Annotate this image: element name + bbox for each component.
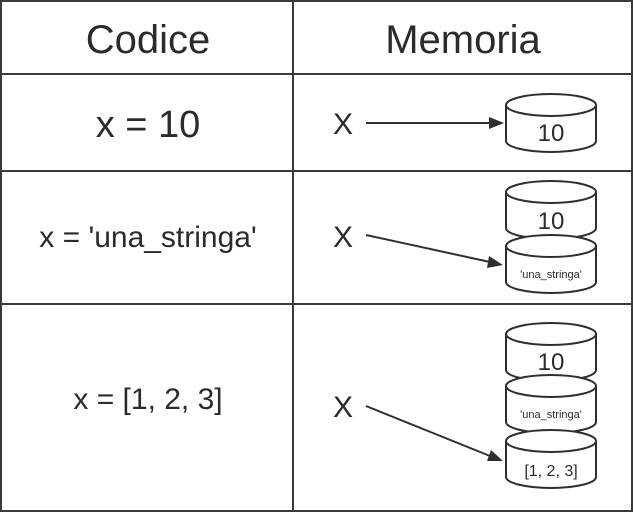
arrow-head (487, 256, 503, 268)
row-1-code: x = 10 (96, 104, 201, 146)
memory-cell: 10 (505, 180, 597, 240)
row-3-code: x = [1, 2, 3] (73, 383, 222, 416)
arrow-head (487, 450, 503, 461)
row-2-arrow (365, 234, 503, 268)
row-2-code: x = 'una_stringa' (39, 221, 256, 254)
memory-cell-value: 'una_stringa' (520, 269, 582, 281)
row-2-variable: X (333, 221, 353, 254)
memory-cell-value: 'una_stringa' (520, 409, 582, 421)
row-3-variable: X (333, 391, 353, 424)
arrow-head (489, 117, 504, 129)
memory-cell: 'una_stringa' (505, 374, 597, 434)
row-1-arrow (366, 117, 504, 129)
row-3-arrow (365, 405, 503, 461)
memory-cell-value: 10 (538, 349, 565, 376)
memory-cell: 'una_stringa' (505, 234, 597, 294)
header-memory-label: Memoria (385, 18, 541, 62)
row-2: x = 'una_stringa' X 10 'una_stringa' (39, 180, 597, 294)
memory-cell-value: 10 (538, 120, 565, 147)
memory-cell: [1, 2, 3] (505, 429, 597, 489)
header-code-label: Codice (86, 18, 211, 62)
memory-cell-value: 10 (538, 208, 565, 235)
row-1-variable: X (333, 108, 353, 141)
memory-cell: 10 (505, 322, 597, 382)
row-3: x = [1, 2, 3] X 10 'una_stringa' [1, 2, … (73, 322, 597, 489)
memory-cell-value: [1, 2, 3] (524, 463, 577, 480)
memory-cell: 10 (505, 93, 597, 153)
row-1: x = 10 X 10 (96, 93, 597, 153)
